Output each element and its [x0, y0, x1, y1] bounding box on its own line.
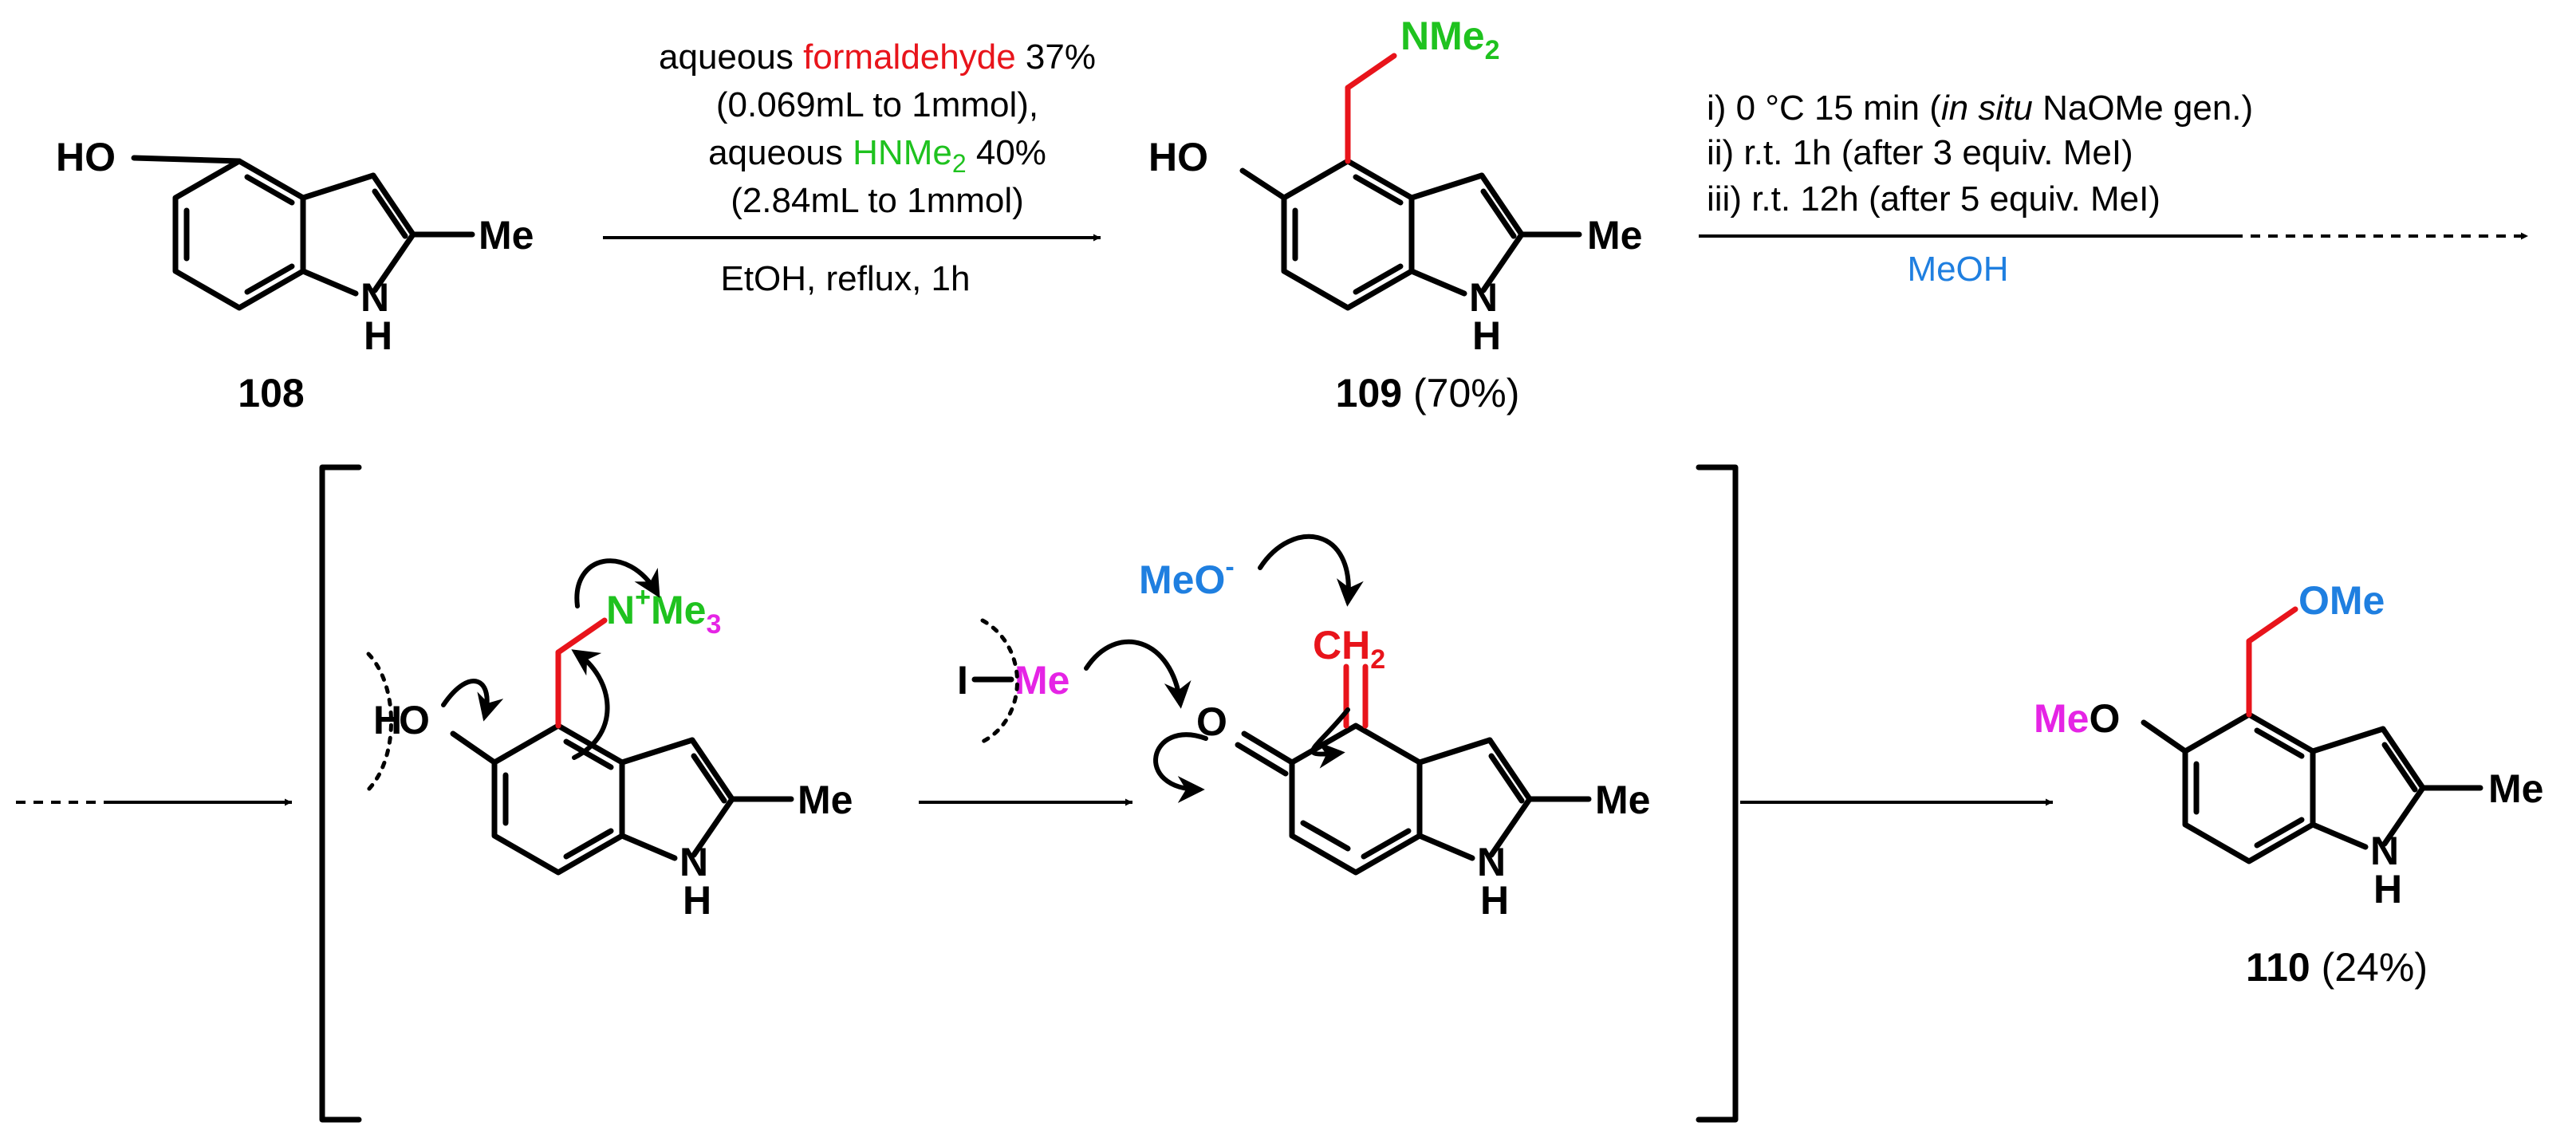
methoxide-label: MeO- [1139, 552, 1235, 602]
atom-label: N [360, 275, 389, 320]
compound-108 [131, 155, 475, 311]
atom-label: H [2373, 867, 2402, 912]
intermediate-quinone-methide [1235, 664, 1592, 876]
step2-solvent: MeOH [1907, 250, 2008, 289]
step2-condition-2: ii) r.t. 1h (after 3 equiv. MeI) [1707, 133, 2133, 172]
curly-arrow-oh [441, 679, 504, 722]
curly-arrow-carbonyl [1153, 732, 1208, 803]
step1-reagent-3: aqueous HNMe2 40% [708, 133, 1046, 178]
atom-label: N [1469, 275, 1498, 320]
compound-label-108: 108 [238, 371, 304, 415]
atom-label: H [1480, 878, 1509, 923]
halide-dotted-arc [980, 618, 1019, 744]
curly-arrow-methoxide [1258, 534, 1364, 607]
methylene-label: CH2 [1313, 623, 1385, 675]
compound-label-109: 109 (70%) [1336, 371, 1520, 415]
atom-label: N [679, 840, 708, 884]
compound-110 [2141, 606, 2483, 864]
atom-label: I [957, 658, 968, 703]
atom-label: HO [56, 135, 116, 179]
curly-arrow-ring [571, 649, 610, 760]
step2-condition-3: iii) r.t. 12h (after 5 equiv. MeI) [1707, 179, 2160, 219]
atom-label: O [399, 698, 430, 742]
atom-label: N [1477, 840, 1506, 884]
step2-condition-1: i) 0 °C 15 min (in situ NaOMe gen.) [1707, 89, 2253, 128]
atom-label: H [373, 698, 402, 742]
atom-label: H [683, 878, 711, 923]
atom-label: Me [2488, 766, 2543, 811]
atom-label: HO [1148, 135, 1208, 179]
atom-label: Me [1587, 213, 1642, 258]
dimethylamino-label: NMe2 [1400, 14, 1500, 65]
atom-label: Me [798, 778, 853, 822]
step1-reagent-2: (0.069mL to 1mmol), [716, 85, 1038, 124]
curly-arrow-n [574, 558, 660, 608]
atom-label: H [364, 313, 392, 358]
aryl-methoxy-label: MeO [2034, 696, 2120, 741]
methoxy-label: OMe [2298, 578, 2385, 623]
hydrogen-bond-arc [366, 652, 393, 792]
atom-label: N [2370, 829, 2399, 873]
atom-label: H [1472, 313, 1501, 358]
step1-reagent-4: (2.84mL to 1mmol) [731, 181, 1024, 220]
step1-reagent-1: aqueous formaldehyde 37% [659, 37, 1096, 77]
atom-label: Me [1595, 778, 1650, 822]
intermediate-ammonium [450, 617, 794, 876]
atom-label: Me [479, 213, 534, 258]
left-bracket [319, 464, 362, 1123]
right-bracket [1696, 464, 1739, 1123]
compound-109 [1239, 53, 1582, 311]
methyl-label: Me [1014, 658, 1069, 703]
curly-arrow-methylation [1084, 639, 1191, 709]
compound-label-110: 110 (24%) [2246, 945, 2428, 990]
trimethylammonium-label: N+Me3 [606, 582, 721, 640]
curly-arrow-methylene [1310, 707, 1350, 769]
step1-conditions: EtOH, reflux, 1h [720, 259, 970, 298]
